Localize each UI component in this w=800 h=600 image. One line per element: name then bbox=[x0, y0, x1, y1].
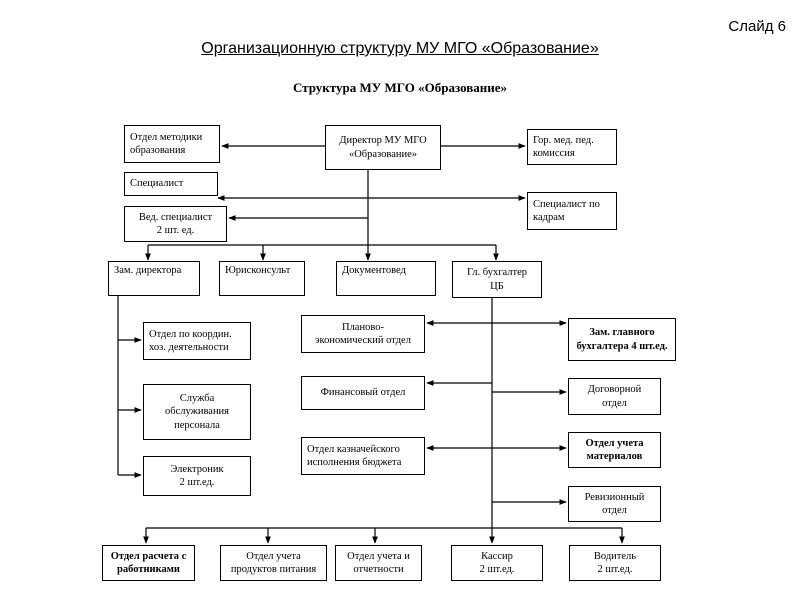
node-materials-dept: Отдел учета материалов bbox=[568, 432, 661, 468]
node-methods-dept: Отдел методики образования bbox=[124, 125, 220, 163]
slide-title: Организационную структуру МУ МГО «Образо… bbox=[201, 40, 599, 57]
node-finance-dept: Финансовый отдел bbox=[301, 376, 425, 410]
node-payroll-dept: Отдел расчета с работниками bbox=[102, 545, 195, 581]
slide-number: Слайд 6 bbox=[728, 18, 786, 35]
node-personnel-service: Служба обслуживания персонала bbox=[143, 384, 251, 440]
node-specialist: Специалист bbox=[124, 172, 218, 196]
node-med-commission: Гор. мед. пед. комиссия bbox=[527, 129, 617, 165]
node-cashier: Кассир 2 шт.ед. bbox=[451, 545, 543, 581]
node-deputy-director: Зам. директора bbox=[108, 261, 200, 296]
node-treasury-dept: Отдел казначейского исполнения бюджета bbox=[301, 437, 425, 475]
node-reporting-dept: Отдел учета и отчетности bbox=[335, 545, 422, 581]
chart-title: Структура МУ МГО «Образование» bbox=[292, 80, 508, 95]
node-contracts-dept: Договорной отдел bbox=[568, 378, 661, 415]
node-lead-specialist: Вед. специалист 2 шт. ед. bbox=[124, 206, 227, 242]
node-document-specialist: Документовед bbox=[336, 261, 436, 296]
node-deputy-chief-accountant: Зам. главного бухгалтера 4 шт.ед. bbox=[568, 318, 676, 361]
node-electrician: Электроник 2 шт.ед. bbox=[143, 456, 251, 496]
node-director: Директор МУ МГО «Образование» bbox=[325, 125, 441, 170]
node-legal-advisor: Юрисконсульт bbox=[219, 261, 305, 296]
node-driver: Водитель 2 шт.ед. bbox=[569, 545, 661, 581]
node-audit-dept: Ревизионный отдел bbox=[568, 486, 661, 522]
node-hr-specialist: Специалист по кадрам bbox=[527, 192, 617, 230]
node-food-dept: Отдел учета продуктов питания bbox=[220, 545, 327, 581]
node-planning-dept: Планово- экономический отдел bbox=[301, 315, 425, 353]
node-coordination-dept: Отдел по координ. хоз. деятельности bbox=[143, 322, 251, 360]
node-chief-accountant: Гл. бухгалтер ЦБ bbox=[452, 261, 542, 298]
